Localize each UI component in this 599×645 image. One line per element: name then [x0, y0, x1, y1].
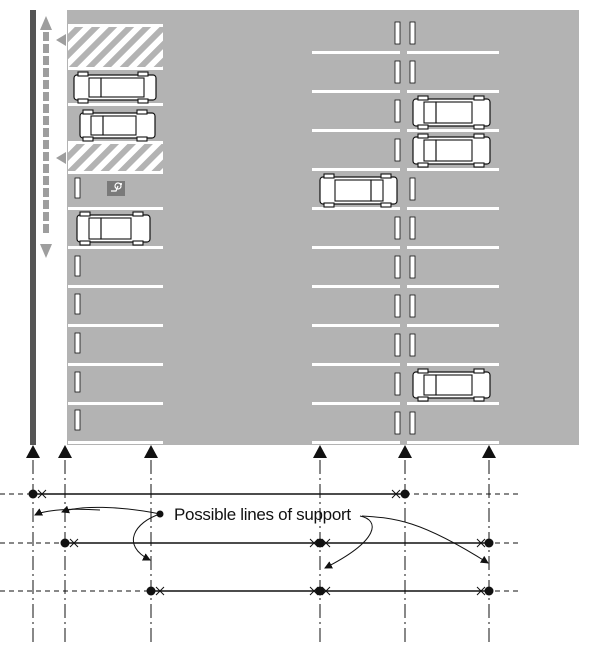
- support-line: [60, 538, 494, 548]
- column-arrow: [26, 445, 40, 458]
- callout: Possible lines of support: [34, 505, 489, 569]
- car: [412, 368, 491, 402]
- outer-wall: [30, 10, 36, 445]
- column-arrow: [482, 445, 496, 458]
- car: [412, 133, 491, 168]
- double-arrow-icon: [40, 16, 66, 258]
- car: [73, 71, 157, 104]
- car: [79, 109, 156, 142]
- callout-label: Possible lines of support: [174, 505, 351, 524]
- parking-plan: [30, 10, 579, 445]
- center-stall-block: [312, 21, 499, 444]
- support-lines-diagram: Possible lines of support: [0, 445, 520, 645]
- car: [412, 95, 491, 130]
- hatched-zone: [68, 26, 163, 68]
- car: [76, 211, 151, 246]
- car: [319, 173, 398, 208]
- support-line: [146, 586, 494, 596]
- column-arrow: [144, 445, 158, 458]
- column-arrow: [58, 445, 72, 458]
- wheelchair-icon: [107, 181, 125, 196]
- column-arrow: [313, 445, 327, 458]
- left-stall-column: [68, 24, 163, 444]
- support-line: [28, 489, 410, 499]
- column-arrow: [398, 445, 412, 458]
- hatched-zone: [68, 142, 163, 172]
